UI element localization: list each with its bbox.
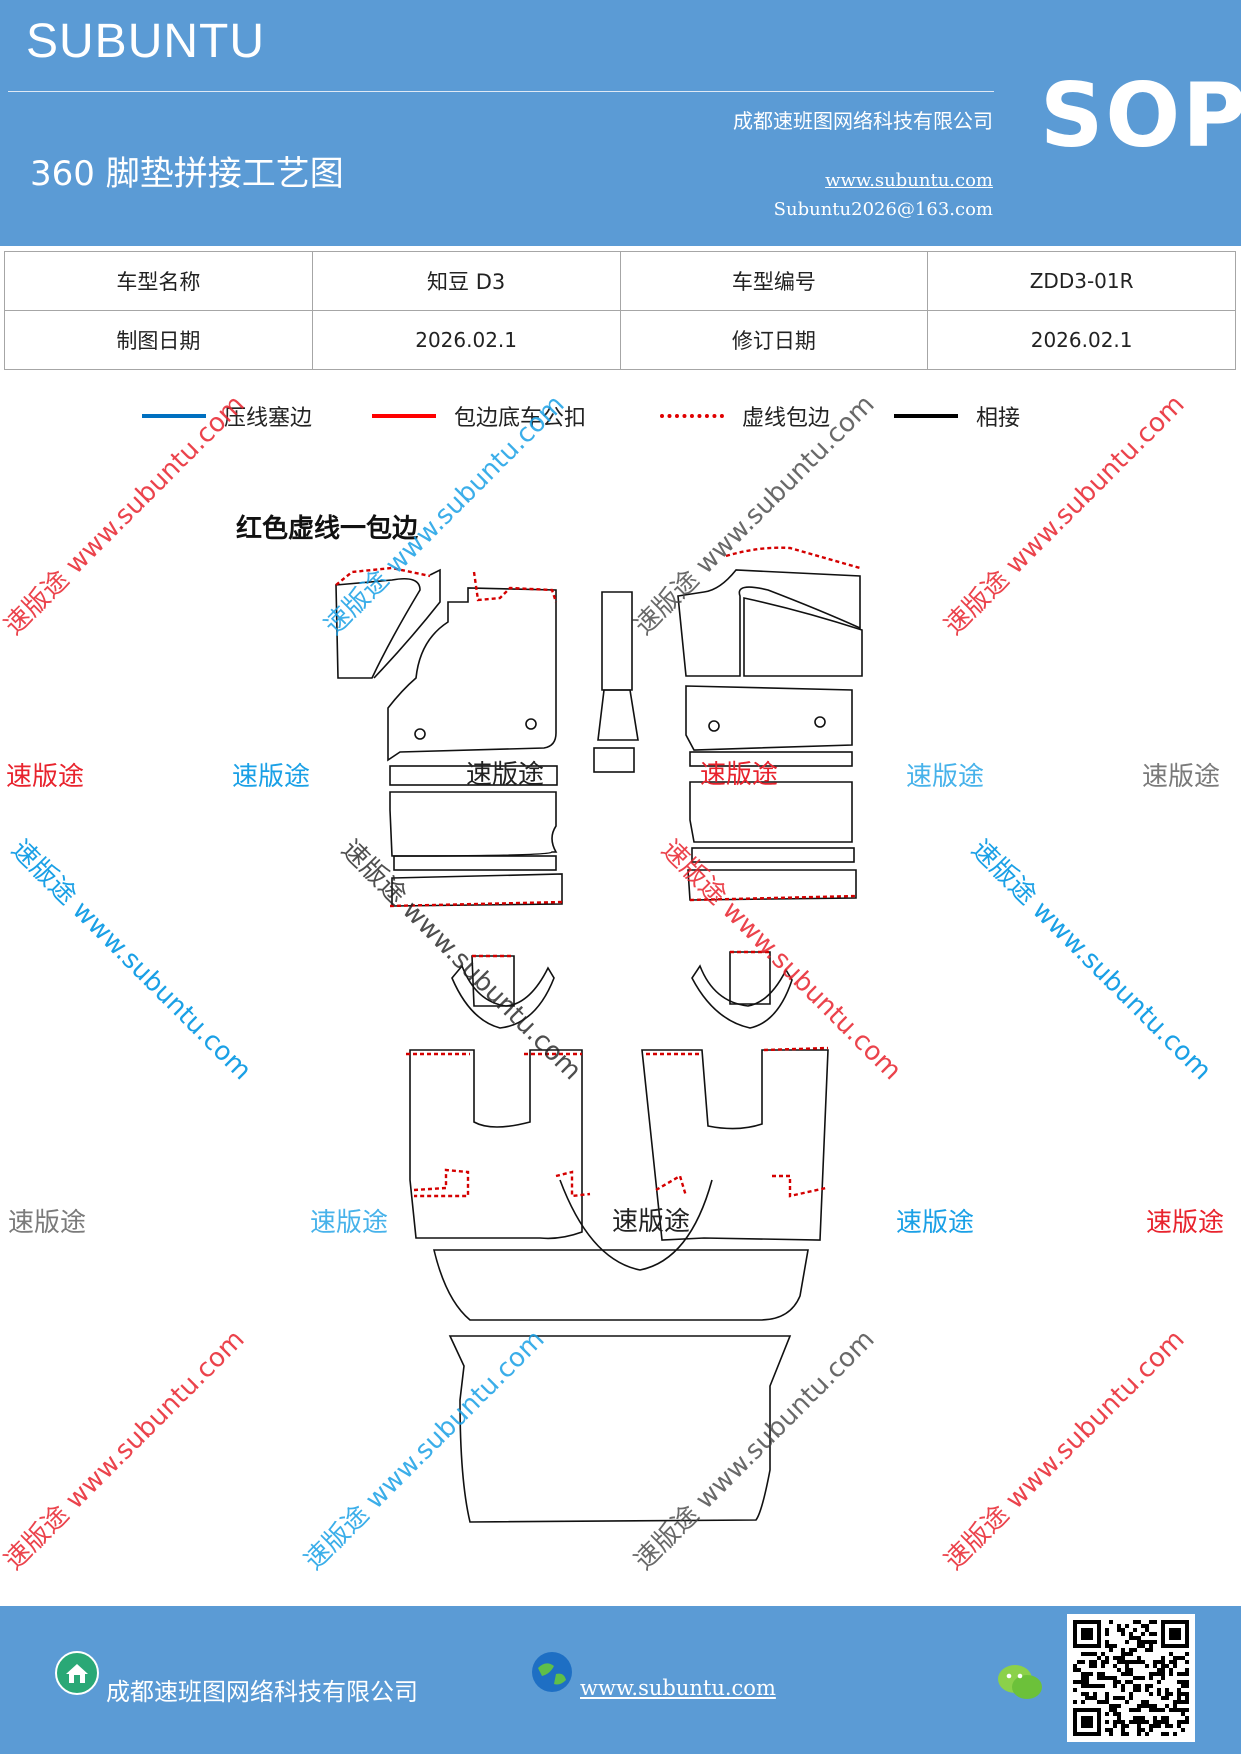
dashed-edge: [389, 900, 563, 908]
legend-swatch: [372, 414, 436, 418]
legend-swatch: [142, 414, 206, 418]
watermark-text: 速版途: [8, 1208, 87, 1238]
dashed-edge: [763, 1046, 829, 1052]
dashed-edge: [772, 1174, 827, 1198]
watermark-text: 速版途: [6, 762, 85, 792]
legend-item: 虚线包边: [660, 400, 830, 432]
watermark-text: 速版途: [310, 1208, 389, 1238]
globe-icon: [532, 1652, 572, 1692]
mat-piece: [597, 689, 639, 741]
mat-hole: [414, 728, 426, 740]
qr-code-image: [1073, 1620, 1189, 1736]
wechat-icon: [998, 1665, 1042, 1699]
legend-swatch: [660, 414, 724, 418]
watermark-text: 速版途: [1142, 762, 1221, 792]
watermark-text: 速版途: [232, 762, 311, 792]
qr-code: [1067, 1614, 1195, 1742]
inline-watermark: 速版途: [612, 1207, 690, 1237]
mat-hole: [525, 718, 537, 730]
red-dashed-edges: [335, 546, 861, 1198]
mat-piece: [689, 781, 853, 843]
website-link[interactable]: www.subuntu.com: [825, 170, 993, 191]
table-cell: 修订日期: [619, 310, 929, 370]
dashed-edge: [413, 1168, 470, 1198]
watermark-text: 速版途: [906, 762, 985, 792]
page-header: SUBUNTU 360 脚垫拼接工艺图 成都速班图网络科技有限公司 www.su…: [0, 0, 1241, 246]
company-name: 成都速班图网络科技有限公司: [733, 109, 993, 133]
contact-email[interactable]: Subuntu2026@163.com: [773, 199, 993, 220]
legend-item: 包边底车公扣: [372, 400, 586, 432]
mat-hole: [708, 720, 720, 732]
inline-watermark: 速版途: [466, 760, 544, 790]
mat-piece: [389, 791, 558, 857]
mat-piece: [689, 751, 853, 767]
sop-badge: SOP: [1040, 64, 1241, 167]
mat-piece: [729, 951, 771, 1005]
dashed-edge: [555, 1170, 591, 1198]
line-legend: 压线塞边 包边底车公扣 虚线包边 相接: [0, 400, 1241, 436]
table-cell: 知豆 D3: [311, 251, 621, 311]
dashed-edge: [472, 571, 558, 603]
vehicle-info-table: 车型名称 知豆 D3 车型编号 ZDD3-01R 制图日期 2026.02.1 …: [4, 251, 1236, 370]
table-cell: 车型名称: [4, 251, 313, 311]
inline-watermark: 速版途: [700, 760, 778, 790]
mat-piece: [387, 587, 557, 762]
mat-piece: [677, 569, 861, 677]
watermark-text: 速版途: [1146, 1208, 1225, 1238]
mat-piece: [393, 855, 557, 871]
footer-company: 成都速班图网络科技有限公司: [106, 1678, 418, 1706]
mat-piece: [448, 1335, 792, 1523]
mat-piece: [373, 568, 441, 679]
legend-item: 相接: [894, 400, 1020, 432]
table-cell: 车型编号: [619, 251, 929, 311]
legend-label: 包边底车公扣: [454, 406, 587, 431]
dashed-edge: [725, 546, 861, 570]
mat-piece: [432, 1249, 809, 1321]
footer-website-link[interactable]: www.subuntu.com: [580, 1676, 776, 1700]
brand-name: SUBUNTU: [26, 15, 266, 68]
home-icon: [55, 1651, 99, 1695]
mat-piece: [691, 964, 793, 1029]
legend-label: 相接: [976, 406, 1021, 431]
mat-piece: [391, 873, 563, 907]
mat-piece: [593, 747, 635, 773]
mat-piece: [335, 577, 421, 679]
mat-piece: [685, 685, 853, 751]
mat-piece: [601, 591, 633, 691]
mat-piece: [389, 765, 558, 786]
mat-piece: [451, 964, 555, 1029]
mat-piece: [559, 1179, 713, 1271]
table-cell: ZDD3-01R: [927, 251, 1236, 311]
legend-item: 压线塞边: [142, 400, 312, 432]
mat-piece: [691, 847, 855, 863]
table-row: 制图日期 2026.02.1 修订日期 2026.02.1: [4, 310, 1236, 370]
mat-hole: [814, 716, 826, 728]
table-cell: 2026.02.1: [927, 310, 1236, 370]
page-footer: 成都速班图网络科技有限公司 www.subuntu.com: [0, 1606, 1241, 1754]
document-title: 360 脚垫拼接工艺图: [30, 154, 344, 194]
legend-swatch: [894, 414, 958, 418]
legend-label: 虚线包边: [742, 406, 831, 431]
table-cell: 2026.02.1: [311, 310, 621, 370]
mat-piece: [409, 1049, 583, 1240]
floor-mat-diagram: 红色虚线一包边 速版途 速版途 速版途: [236, 513, 863, 1523]
watermark-text: 速版途: [896, 1208, 975, 1238]
partial-caption: 红色虚线一包边: [236, 513, 419, 544]
mat-piece: [687, 869, 857, 901]
mat-outlines: [335, 568, 863, 1523]
mat-piece: [641, 1049, 829, 1241]
dashed-edge: [655, 1174, 688, 1197]
header-divider: [8, 91, 994, 92]
legend-label: 压线塞边: [224, 406, 313, 431]
mat-piece: [743, 597, 863, 677]
dashed-edge: [335, 566, 431, 586]
table-row: 车型名称 知豆 D3 车型编号 ZDD3-01R: [4, 251, 1236, 311]
table-cell: 制图日期: [4, 310, 313, 370]
